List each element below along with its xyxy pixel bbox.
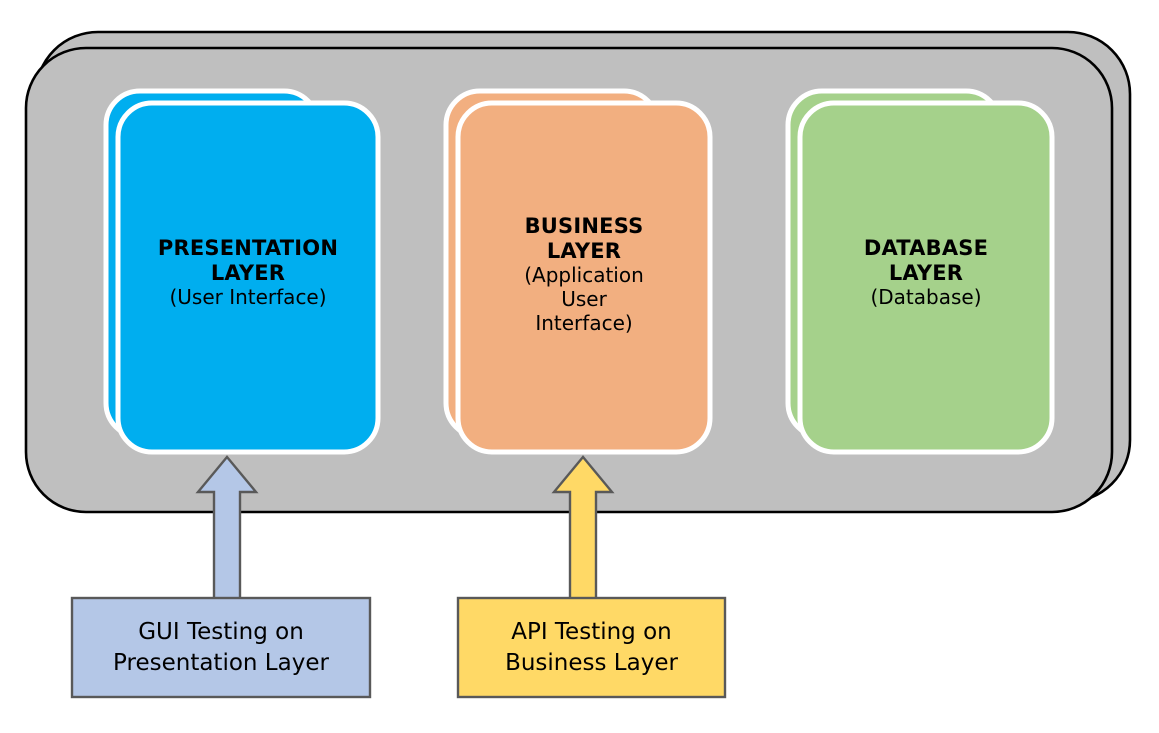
database-layer-title-line-2: LAYER: [888, 260, 964, 285]
business-layer-title-line-1: BUSINESS: [524, 214, 644, 238]
api-testing-label-line-1: API Testing on: [511, 618, 672, 645]
api-testing-box-label[interactable]: API Testing on Business Layer: [458, 598, 725, 697]
business-layer-subtitle-line-1: (Application: [524, 262, 644, 287]
gui-testing-label-line-2: Presentation Layer: [113, 649, 329, 676]
gui-testing-box-label[interactable]: GUI Testing on Presentation Layer: [72, 598, 370, 697]
business-layer-subtitle-line-3: Interface): [535, 310, 633, 335]
database-layer-text-group: DATABASE LAYER (Database): [800, 236, 1052, 310]
presentation-layer-subtitle-line-1: (User Interface): [169, 284, 327, 309]
business-layer-text-group: BUSINESS LAYER (Application User Interfa…: [458, 214, 710, 335]
presentation-card-front: [115, 100, 381, 455]
business-layer-subtitle-line-2: User: [561, 286, 607, 311]
database-card-front: [797, 100, 1055, 455]
api-testing-label-line-2: Business Layer: [505, 649, 678, 676]
api-testing-box[interactable]: [456, 596, 727, 699]
database-layer-subtitle-line-1: (Database): [870, 284, 982, 309]
presentation-layer-text-group: PRESENTATION LAYER (User Interface): [118, 236, 378, 310]
presentation-layer-title-line-2: LAYER: [210, 260, 286, 285]
database-layer-title-line-1: DATABASE: [863, 236, 989, 260]
gui-testing-box[interactable]: [70, 596, 372, 699]
presentation-layer-title-line-1: PRESENTATION: [157, 236, 339, 260]
gui-testing-label-line-1: GUI Testing on: [138, 618, 304, 645]
business-card-front: [455, 100, 713, 455]
business-layer-title-line-2: LAYER: [546, 238, 622, 263]
